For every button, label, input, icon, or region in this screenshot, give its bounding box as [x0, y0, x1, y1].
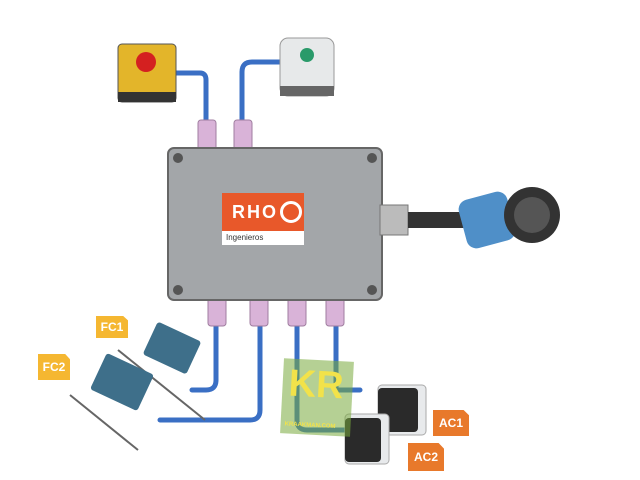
watermark-url: KRAAKMAN.COM: [284, 421, 336, 431]
logo-ring-icon: [280, 201, 302, 223]
valve-connector-ac2: [344, 413, 390, 465]
label-fc1: FC1: [96, 316, 128, 338]
logo-subtitle: Ingenieros: [222, 231, 304, 245]
label-ac1: AC1: [433, 410, 469, 436]
watermark: KR KRAAKMAN.COM: [280, 358, 354, 437]
watermark-text: KR: [287, 362, 345, 408]
rho-logo: RHO Ingenieros: [222, 193, 304, 245]
push-button-box: [279, 37, 335, 97]
emergency-stop-box: [117, 43, 177, 103]
cable-glands: [197, 119, 345, 327]
label-ac2: AC2: [408, 443, 444, 471]
limit-switch-fc2: [69, 353, 154, 451]
label-fc2: FC2: [38, 354, 70, 380]
round-connector: [379, 187, 560, 249]
limit-switch-fc1: [117, 322, 206, 421]
logo-brand: RHO: [232, 201, 278, 222]
